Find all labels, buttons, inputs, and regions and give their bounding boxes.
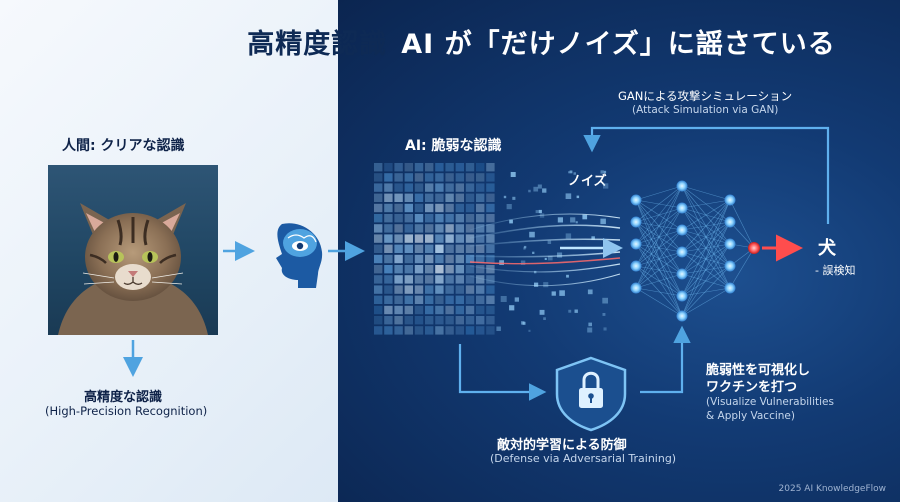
title-part1: 高精度認識 xyxy=(247,29,388,60)
shield-lock-icon xyxy=(555,356,627,432)
output-label: 犬 xyxy=(818,238,836,259)
vulnerability-en2: & Apply Vaccine) xyxy=(706,410,795,422)
gan-label-en: (Attack Simulation via GAN) xyxy=(632,104,779,116)
ai-heading: AI: 脆弱な認識 xyxy=(405,138,502,154)
defense-label-en: (Defense via Adversarial Training) xyxy=(490,452,677,465)
defense-right-arrow xyxy=(640,325,691,394)
gan-loop-arrow xyxy=(583,126,830,224)
human-heading: 人間: クリアな認識 xyxy=(62,138,185,154)
human-result-jp: 高精度な認識 xyxy=(84,390,163,405)
defense-left-arrow xyxy=(458,344,547,401)
pixel-noise-grid xyxy=(374,163,609,335)
title-part2: AI が「だけノイズ」に謡さている xyxy=(401,29,836,60)
vulnerability-line1: 脆弱性を可視化し xyxy=(706,363,811,378)
noise-label: ノイズ xyxy=(568,174,607,189)
output-sub: - 誤検知 xyxy=(815,264,856,277)
vulnerability-line2: ワクチンを打つ xyxy=(706,380,798,395)
cat-photo xyxy=(48,165,218,335)
page-title: 高精度認識 AI が「だけノイズ」に謡さている xyxy=(0,22,900,61)
defense-label-jp: 敵対的学習による防御 xyxy=(497,438,627,453)
human-result-en: (High-Precision Recognition) xyxy=(45,404,208,418)
vulnerability-en1: (Visualize Vulnerabilities xyxy=(706,396,834,408)
copyright: 2025 AI KnowledgeFlow xyxy=(778,484,886,494)
neural-network xyxy=(630,180,760,322)
gan-label-jp: GANによる攻撃シミュレーション xyxy=(618,89,793,103)
noise-stream xyxy=(469,213,623,287)
brain-head-icon xyxy=(276,223,323,288)
